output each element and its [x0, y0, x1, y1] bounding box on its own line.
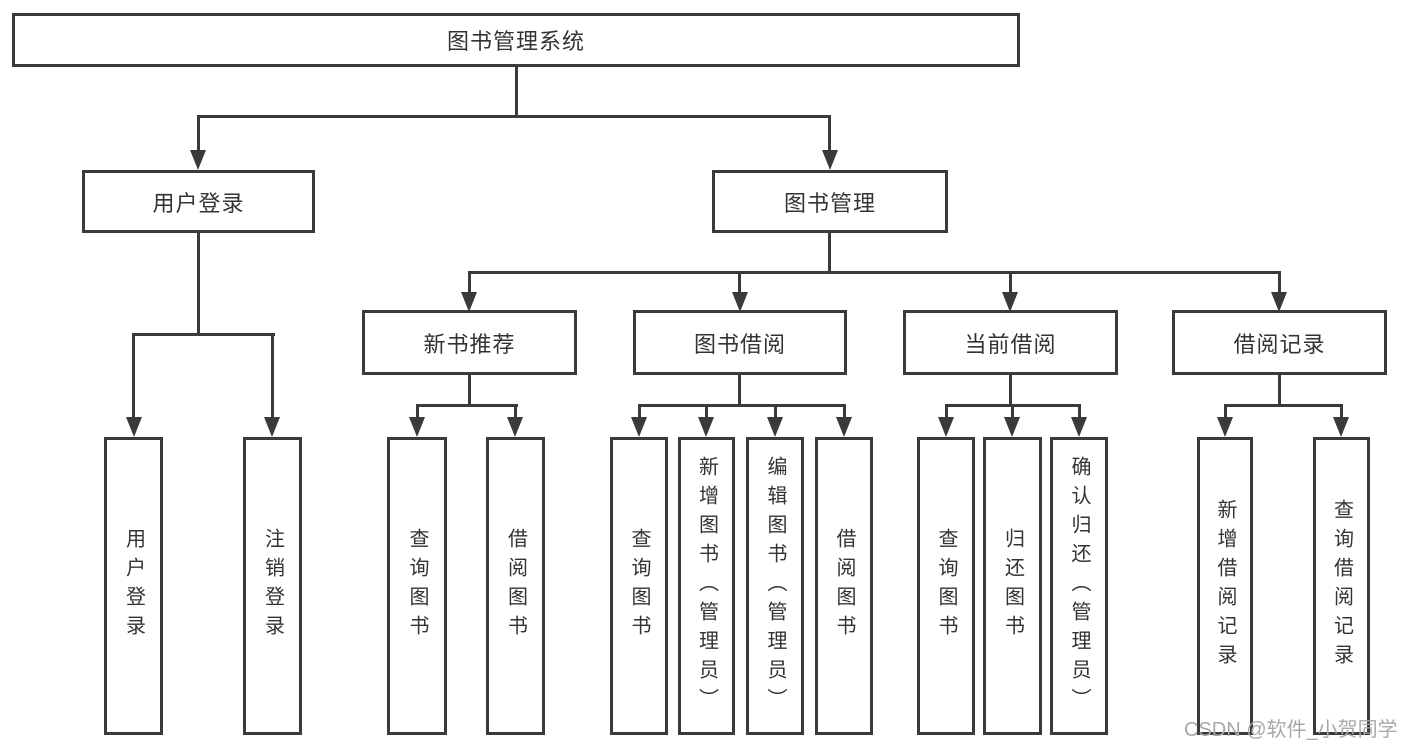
watermark: CSDN @软件_小贺同学	[1184, 719, 1398, 741]
arrowhead-down-icon	[1271, 292, 1287, 312]
node-book-borrowing: 图书借阅	[633, 310, 847, 375]
node-user-login-label: 用户登录	[152, 190, 245, 216]
leaf-borrow-books-borrowing: 借阅图书	[815, 437, 873, 735]
arrowhead-down-icon	[732, 292, 748, 312]
arrowhead-down-icon	[507, 417, 523, 437]
arrowhead-down-icon	[1217, 417, 1233, 437]
leaf-query-borrow-record: 查询借阅记录	[1313, 437, 1370, 735]
leaf-query-books-current-label: 查询图书	[935, 528, 957, 644]
connector-line	[1078, 404, 1081, 420]
node-new-book-recommend-label: 新书推荐	[423, 331, 516, 357]
connector-line	[416, 404, 419, 420]
arrowhead-down-icon	[698, 417, 714, 437]
connector-line	[468, 271, 1281, 274]
leaf-borrow-books-borrowing-label: 借阅图书	[833, 528, 855, 644]
node-book-management-label: 图书管理	[783, 190, 876, 216]
leaf-borrow-books-recommend-label: 借阅图书	[504, 528, 527, 644]
node-current-borrowing-label: 当前借阅	[964, 331, 1057, 357]
node-book-borrowing-label: 图书借阅	[693, 331, 786, 357]
connector-line	[514, 404, 517, 420]
arrowhead-down-icon	[822, 150, 838, 170]
connector-line	[468, 271, 471, 295]
leaf-confirm-return-admin-label: 确认归还（管理员）	[1068, 455, 1090, 717]
leaf-edit-book-admin: 编辑图书（管理员）	[746, 437, 804, 735]
leaf-edit-book-admin-label: 编辑图书（管理员）	[764, 455, 786, 717]
leaf-user-login-label: 用户登录	[122, 528, 145, 644]
arrowhead-down-icon	[126, 417, 142, 437]
arrowhead-down-icon	[836, 417, 852, 437]
leaf-return-books-label: 归还图书	[1001, 528, 1024, 644]
connector-line	[774, 404, 777, 420]
leaf-query-borrow-record-label: 查询借阅记录	[1330, 499, 1353, 673]
connector-line	[1224, 404, 1343, 407]
connector-line	[1224, 404, 1227, 420]
connector-line	[828, 115, 831, 153]
arrowhead-down-icon	[409, 417, 425, 437]
arrowhead-down-icon	[461, 292, 477, 312]
connector-line	[271, 333, 274, 419]
leaf-query-books-borrowing-label: 查询图书	[628, 528, 650, 644]
connector-line	[638, 404, 641, 420]
arrowhead-down-icon	[1333, 417, 1349, 437]
node-borrow-records: 借阅记录	[1172, 310, 1387, 375]
connector-line	[416, 404, 518, 407]
leaf-query-books-borrowing: 查询图书	[610, 437, 668, 735]
connector-line	[843, 404, 846, 420]
connector-line	[1340, 404, 1343, 420]
arrowhead-down-icon	[264, 417, 280, 437]
connector-line	[468, 373, 471, 407]
connector-line	[638, 404, 846, 407]
leaf-add-book-admin-label: 新增图书（管理员）	[695, 455, 718, 717]
leaf-query-books-current: 查询图书	[917, 437, 975, 735]
arrowhead-down-icon	[1004, 417, 1020, 437]
leaf-borrow-books-recommend: 借阅图书	[486, 437, 545, 735]
connector-line	[515, 65, 518, 118]
leaf-user-login: 用户登录	[104, 437, 163, 735]
leaf-return-books: 归还图书	[983, 437, 1042, 735]
connector-line	[1278, 271, 1281, 295]
leaf-logout: 注销登录	[243, 437, 302, 735]
arrowhead-down-icon	[1071, 417, 1087, 437]
arrowhead-down-icon	[631, 417, 647, 437]
leaf-confirm-return-admin: 确认归还（管理员）	[1050, 437, 1108, 735]
leaf-add-borrow-record-label: 新增借阅记录	[1214, 499, 1236, 673]
connector-line	[738, 271, 741, 295]
connector-line	[197, 230, 200, 336]
connector-line	[1009, 373, 1012, 407]
connector-line	[1009, 271, 1012, 295]
connector-line	[197, 115, 831, 118]
node-root: 图书管理系统	[12, 13, 1020, 67]
leaf-query-books-recommend-label: 查询图书	[406, 528, 428, 644]
connector-line	[945, 404, 948, 420]
connector-line	[828, 230, 831, 274]
connector-line	[738, 373, 741, 407]
arrowhead-down-icon	[767, 417, 783, 437]
leaf-logout-label: 注销登录	[261, 528, 284, 644]
node-new-book-recommend: 新书推荐	[362, 310, 577, 375]
connector-line	[1011, 404, 1014, 420]
connector-line	[197, 115, 200, 153]
leaf-add-book-admin: 新增图书（管理员）	[678, 437, 735, 735]
node-user-login: 用户登录	[82, 170, 315, 233]
connector-line	[132, 333, 275, 336]
arrowhead-down-icon	[190, 150, 206, 170]
leaf-add-borrow-record: 新增借阅记录	[1197, 437, 1253, 735]
connector-line	[1278, 373, 1281, 407]
node-current-borrowing: 当前借阅	[903, 310, 1118, 375]
node-book-management: 图书管理	[712, 170, 948, 233]
node-borrow-records-label: 借阅记录	[1233, 331, 1326, 357]
arrowhead-down-icon	[1002, 292, 1018, 312]
node-root-label: 图书管理系统	[446, 29, 585, 54]
leaf-query-books-recommend: 查询图书	[387, 437, 447, 735]
connector-line	[705, 404, 708, 420]
arrowhead-down-icon	[938, 417, 954, 437]
connector-line	[132, 333, 135, 419]
